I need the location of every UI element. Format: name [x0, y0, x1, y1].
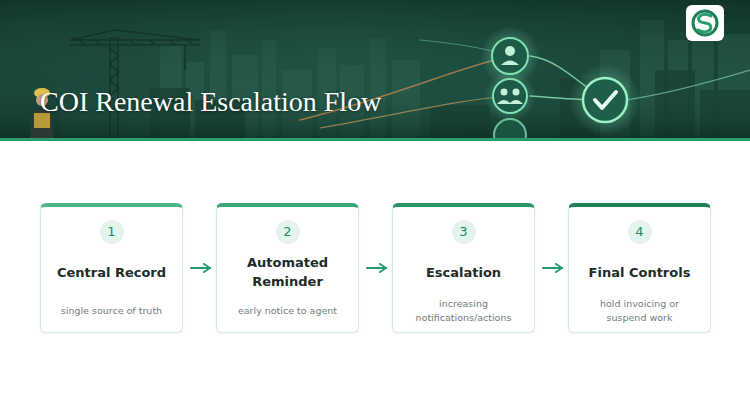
haze	[0, 0, 750, 141]
step-note: increasing notifications/actions	[403, 297, 524, 325]
header-rule	[0, 138, 750, 141]
process-box: 3Escalation increasing notifications/acti…	[392, 203, 535, 333]
flow-arrow	[191, 267, 210, 269]
step-note: hold invoicing or suspend work	[579, 297, 700, 325]
step-note: single source of truth	[61, 304, 162, 318]
flow-arrow	[367, 267, 386, 269]
diagram-title: COI Renewal Escalation Flow	[40, 86, 381, 118]
step-number: 2	[276, 220, 300, 244]
status-icons	[480, 26, 641, 141]
step-number: 3	[452, 220, 476, 244]
banner-bg	[0, 0, 750, 141]
process-box: 4Final Controls hold invoicing or suspend…	[568, 203, 711, 333]
flow-arrow	[543, 267, 562, 269]
step-title: Final Controls	[589, 263, 691, 282]
step-note: early notice to agent	[238, 304, 337, 318]
process-box: 2Automated Reminder early notice to agent	[216, 203, 359, 333]
step-title: Central Record	[57, 263, 166, 282]
header-banner: COI Renewal Escalation Flow	[0, 0, 750, 141]
step-title: Automated Reminder	[223, 253, 352, 291]
step-title: Escalation	[426, 263, 501, 282]
header-illustration	[0, 0, 750, 141]
step-number: 1	[100, 220, 124, 244]
step-number: 4	[628, 220, 652, 244]
process-box: 1Central Record single source of truth	[40, 203, 183, 333]
logo	[686, 5, 724, 41]
